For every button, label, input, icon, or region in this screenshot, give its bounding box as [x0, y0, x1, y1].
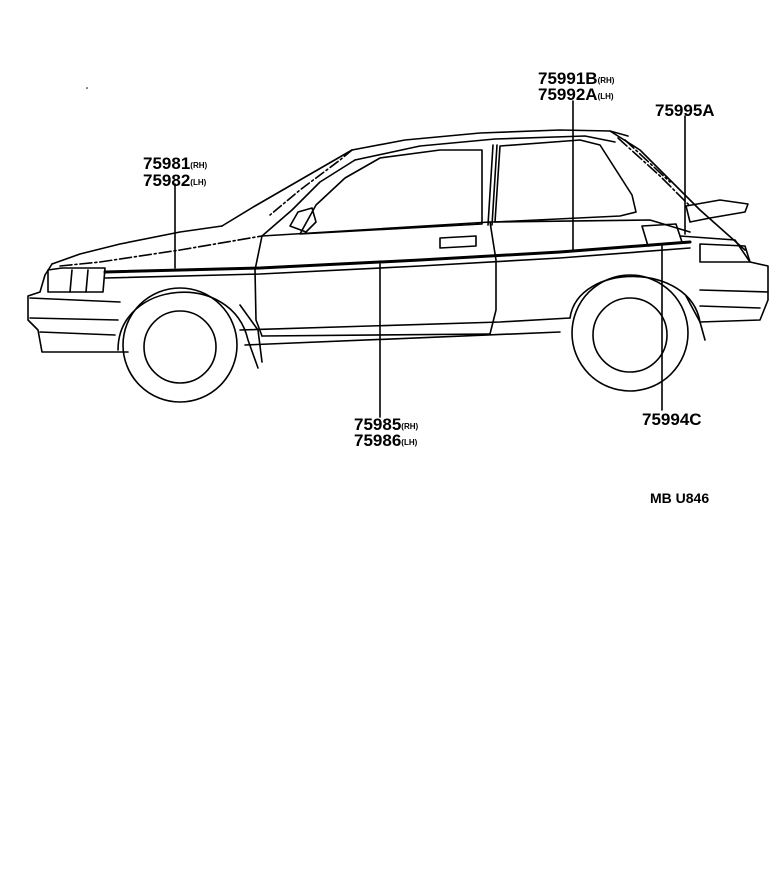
- label-75994c: 75994C: [642, 411, 702, 429]
- stray-dot: [86, 87, 88, 89]
- label-75981: 75981(RH): [143, 155, 207, 175]
- label-75982-number: 75982: [143, 171, 191, 190]
- front-window-frame: [487, 144, 498, 226]
- label-75994c-number: 75994C: [642, 410, 702, 429]
- rear-body: [679, 235, 769, 323]
- rear-window: [494, 139, 637, 223]
- label-75992a: 75992A(LH): [538, 86, 614, 106]
- roof-line: [351, 129, 629, 151]
- rear-wheel-flare: [685, 295, 706, 341]
- beltline: [261, 219, 691, 237]
- front-wheel-arch: [117, 291, 259, 369]
- label-75982: 75982(LH): [143, 172, 206, 192]
- side-moulding-lower: [104, 247, 691, 279]
- door-rear-edge: [489, 221, 497, 335]
- front-bumper: [29, 297, 121, 336]
- label-75985-suffix: (RH): [401, 422, 419, 431]
- front-wheel: [122, 287, 238, 403]
- label-75985-number: 75985: [354, 415, 402, 434]
- a-pillar-trim: [269, 149, 353, 216]
- label-75981-suffix: (RH): [190, 161, 208, 170]
- side-mirror: [289, 207, 317, 233]
- label-75991b-suffix: (RH): [597, 76, 615, 85]
- hood: [51, 225, 223, 265]
- door-front-edge: [254, 235, 263, 337]
- label-75986: 75986(LH): [354, 432, 417, 452]
- door-handle: [439, 235, 477, 249]
- label-75992a-number: 75992A: [538, 85, 598, 104]
- windshield-inner: [261, 159, 356, 237]
- diagram-code: MB U846: [650, 490, 710, 506]
- hood-edge: [59, 235, 263, 267]
- label-75991b: 75991B(RH): [538, 70, 614, 90]
- headlamp: [47, 267, 106, 293]
- label-75991b-number: 75991B: [538, 69, 598, 88]
- rear-bumper: [699, 289, 769, 309]
- label-75995a-number: 75995A: [655, 101, 715, 120]
- label-75995a: 75995A: [655, 102, 715, 120]
- label-75986-suffix: (LH): [401, 438, 418, 447]
- label-75992a-suffix: (LH): [597, 92, 614, 101]
- windshield: [221, 149, 353, 227]
- rear-rim: [592, 297, 668, 373]
- front-rim: [143, 310, 217, 384]
- grille-lines: [69, 269, 89, 293]
- side-moulding: [103, 240, 692, 274]
- front-fascia: [27, 263, 129, 353]
- front-wheel-arch-flare: [239, 304, 263, 363]
- label-75986-number: 75986: [354, 431, 402, 450]
- roof-inner-line: [354, 135, 616, 161]
- rear-wheel: [571, 274, 689, 392]
- front-window: [299, 149, 483, 235]
- label-75982-suffix: (LH): [190, 178, 207, 187]
- rocker-panel: [239, 317, 571, 346]
- label-75985: 75985(RH): [354, 416, 418, 436]
- rear-spoiler: [685, 199, 749, 223]
- rear-wheel-arch: [569, 275, 701, 323]
- hatch-glass: [617, 137, 691, 207]
- label-75981-number: 75981: [143, 154, 191, 173]
- rear-lamp: [699, 243, 751, 263]
